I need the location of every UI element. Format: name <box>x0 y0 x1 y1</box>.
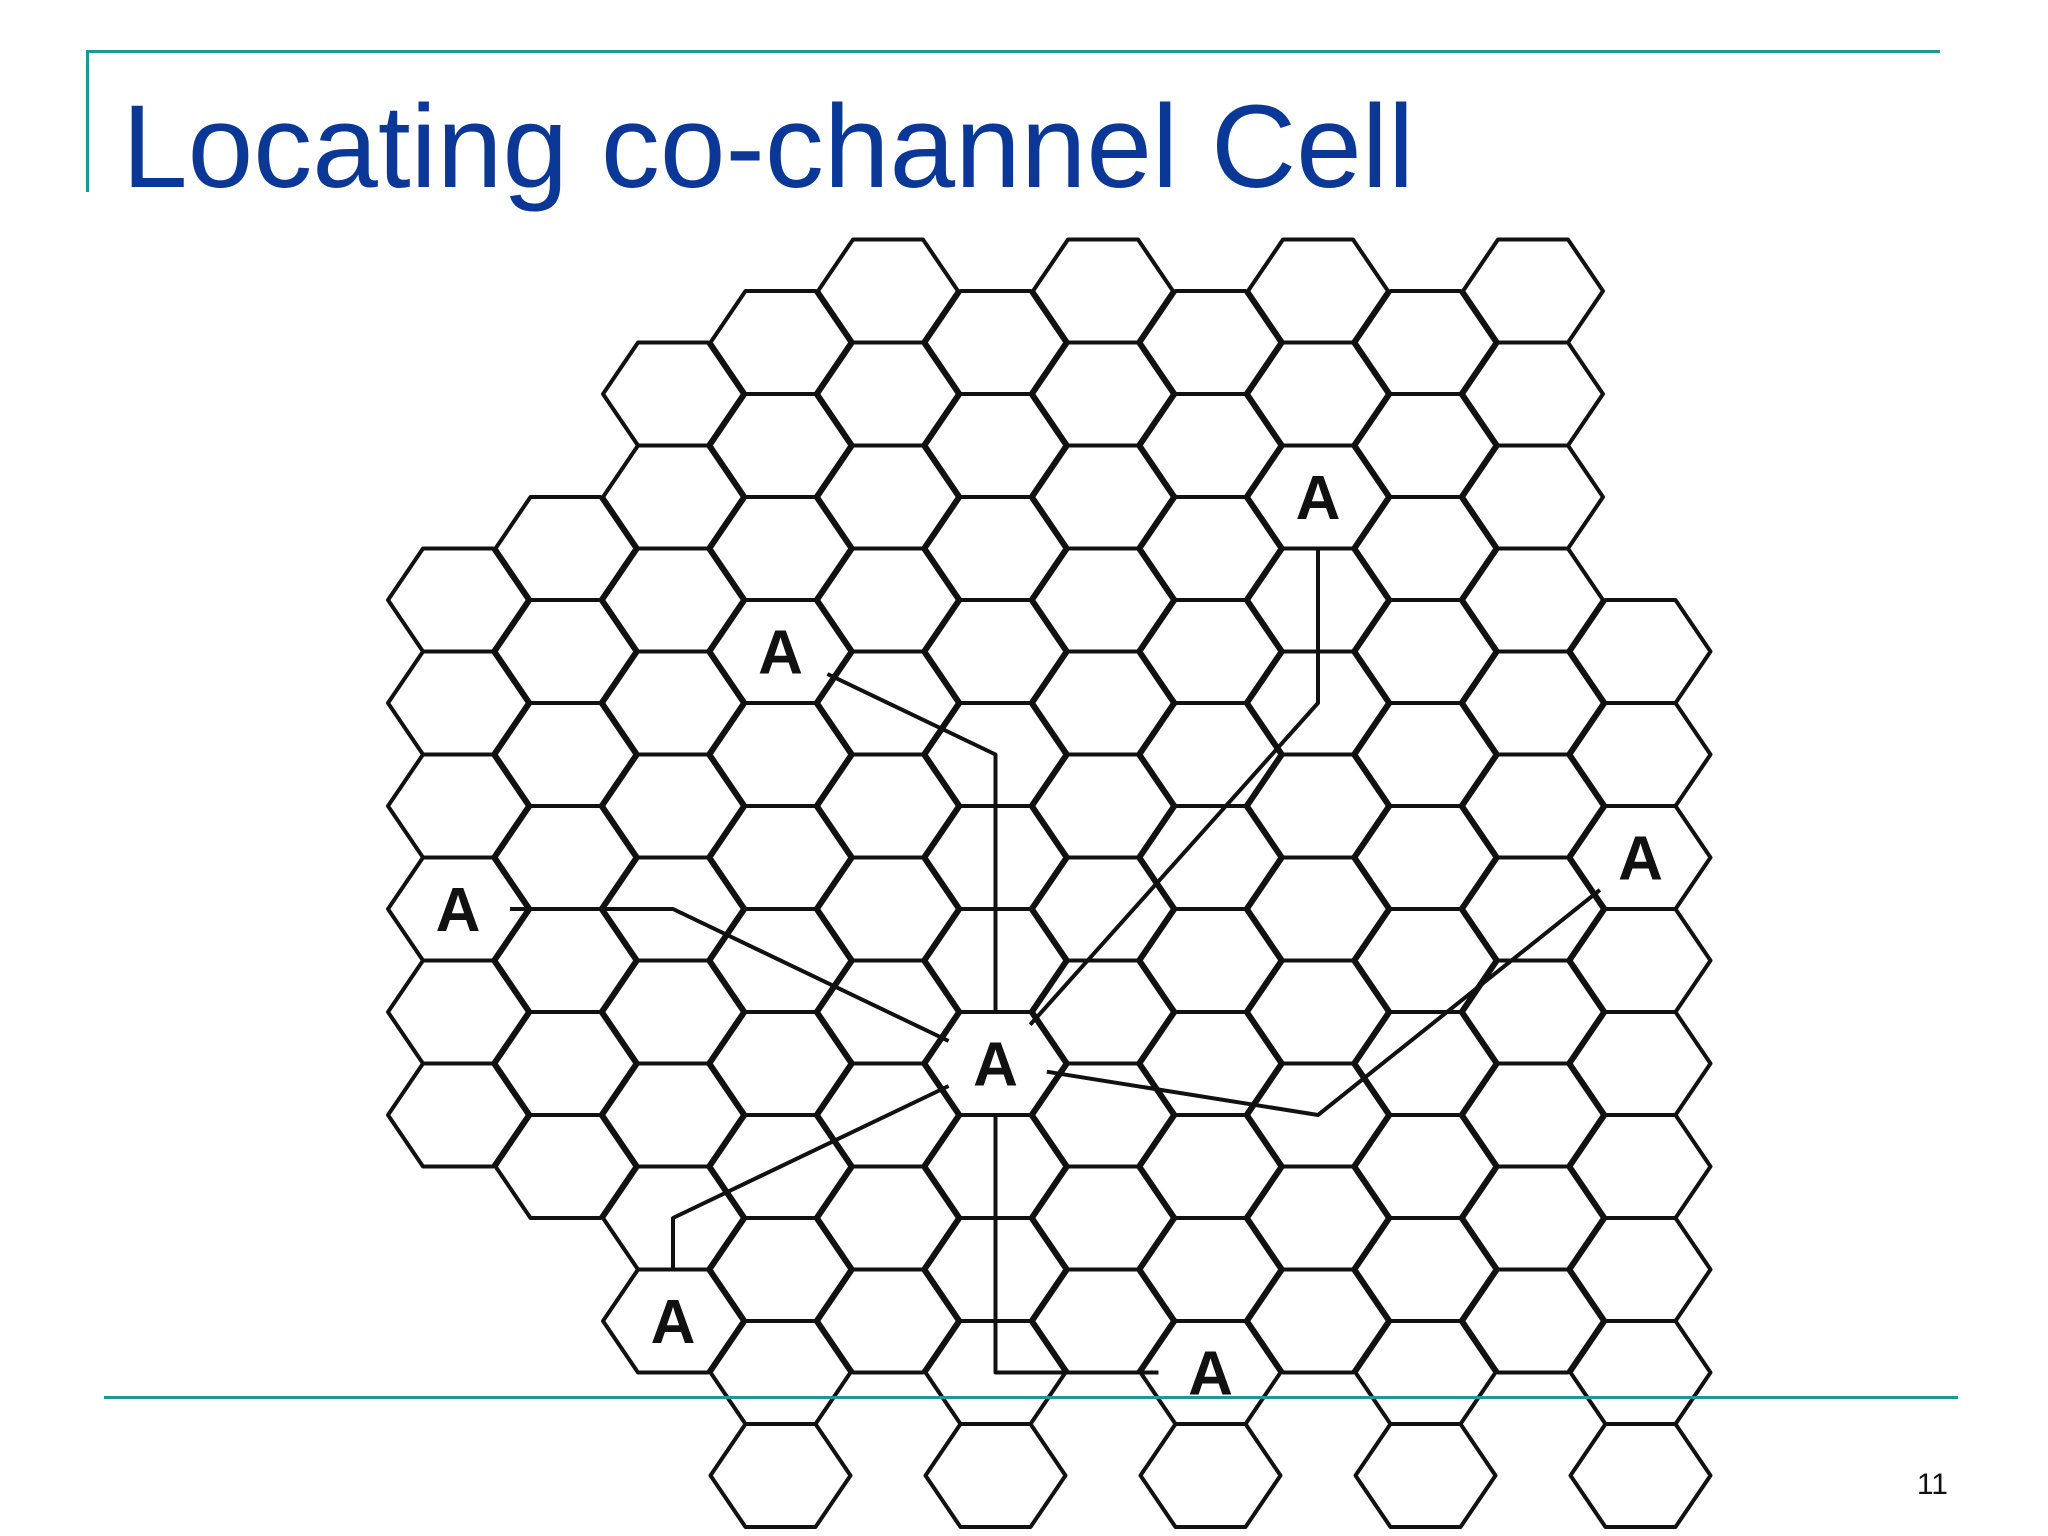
hex-cells <box>386 237 1713 1529</box>
co-channel-path <box>1046 888 1602 1117</box>
co-channel-path <box>671 1084 950 1269</box>
hex-cell <box>1461 1267 1605 1375</box>
co-channel-cell-label: A <box>436 876 481 945</box>
hex-cell <box>816 1267 960 1375</box>
page-number: 11 <box>1916 1468 1948 1501</box>
hex-cell <box>1353 1422 1498 1529</box>
co-channel-path <box>510 907 950 1043</box>
hex-cell <box>923 1422 1068 1529</box>
co-channel-path <box>826 672 998 1012</box>
co-channel-cell-label: A <box>1296 464 1341 533</box>
co-channel-cell-label: A <box>651 1288 696 1357</box>
hex-cell <box>1568 1422 1713 1529</box>
hex-cell <box>601 1267 745 1375</box>
top-rule <box>86 50 1940 53</box>
co-channel-cell-label: A <box>1618 825 1663 894</box>
hex-cell <box>386 1061 530 1169</box>
co-channel-path <box>993 1115 1159 1375</box>
hex-cell <box>493 1113 638 1220</box>
slide-title: Locating co-channel Cell <box>122 81 1415 213</box>
hex-cell <box>1246 1267 1390 1375</box>
co-channel-path <box>1028 549 1320 1027</box>
co-channel-paths <box>510 549 1602 1375</box>
bottom-rule <box>104 1396 1958 1399</box>
hex-cell <box>1138 1422 1283 1529</box>
co-channel-cell-label: A <box>758 619 803 688</box>
left-rule <box>86 50 89 192</box>
co-channel-cell-label: A <box>973 1031 1018 1100</box>
hex-cell <box>708 1422 853 1529</box>
